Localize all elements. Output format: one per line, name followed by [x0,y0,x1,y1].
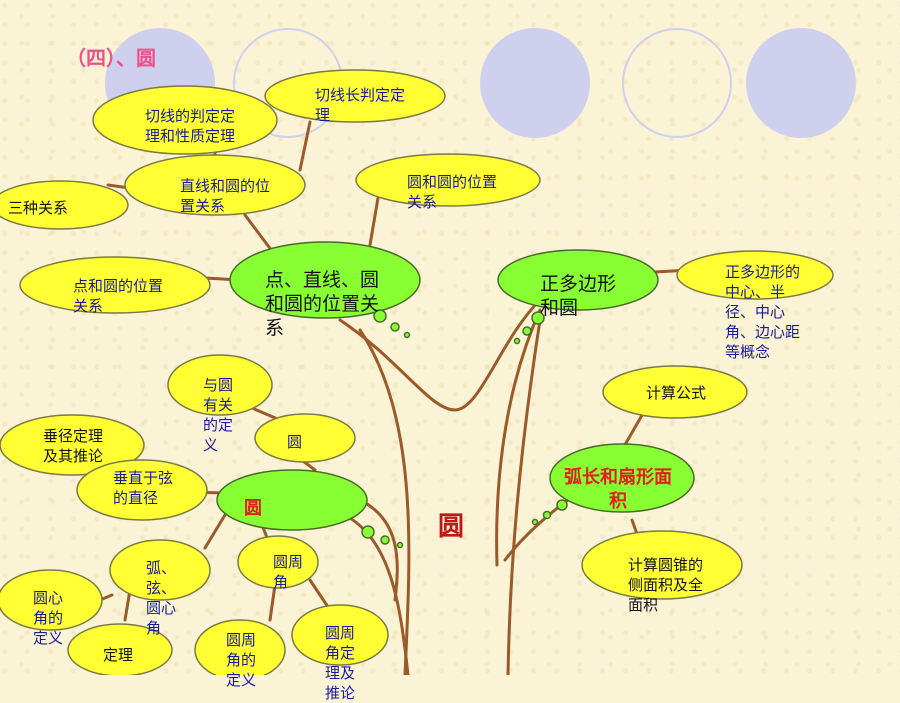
center-label: 圆 [438,512,465,542]
node-circle-small: 圆 [287,433,303,451]
yellow-clouds [0,69,834,675]
node-arc-sector-hub: 弧长和扇形面积 [564,467,672,512]
deco-circle-4 [622,28,732,138]
node-related-definitions: 与圆有关的定义 [203,376,234,454]
deco-circle-3 [480,28,590,138]
node-central-angle-def: 圆心角的定义 [33,589,64,647]
node-three-relations: 三种关系 [8,199,69,217]
node-tangent-criteria: 切线的判定定理和性质定理 [145,107,236,145]
green-clouds [216,241,695,531]
node-theorem: 定理 [103,646,134,664]
bubbles [361,309,568,549]
node-arc-chord-angle: 弧、弦、圆心角 [146,559,177,637]
node-circle-hub: 圆 [244,498,262,519]
node-line-circle-position: 直线和圆的位置关系 [180,177,271,215]
node-regular-polygon-hub: 正多边形和圆 [540,273,617,319]
node-position-relations-hub: 点、直线、圆和圆的位置关系 [265,269,380,339]
node-inscribed-angle-theorem: 圆周角定理及推论 [325,624,356,702]
node-point-circle-position: 点和圆的位置关系 [73,277,164,315]
node-perpendicular-theorem: 垂径定理及其推论 [43,427,104,465]
node-formula: 计算公式 [646,384,707,402]
node-cone-area: 计算圆锥的侧面积及全面积 [628,556,704,614]
mind-map-canvas [0,69,834,675]
page-title: （四）、圆 [66,46,156,70]
node-perpendicular-diameter: 垂直于弦的直径 [113,469,174,507]
node-inscribed-angle-def: 圆周角的定义 [226,631,257,689]
node-circle-circle-position: 圆和圆的位置关系 [407,173,498,211]
node-tangent-length: 切线长判定定理 [315,86,406,124]
deco-circle-5 [746,28,856,138]
node-inscribed-angle: 圆周角 [273,553,304,591]
node-regular-polygon-concepts: 正多边形的中心、半径、中心角、边心距等概念 [725,263,801,361]
